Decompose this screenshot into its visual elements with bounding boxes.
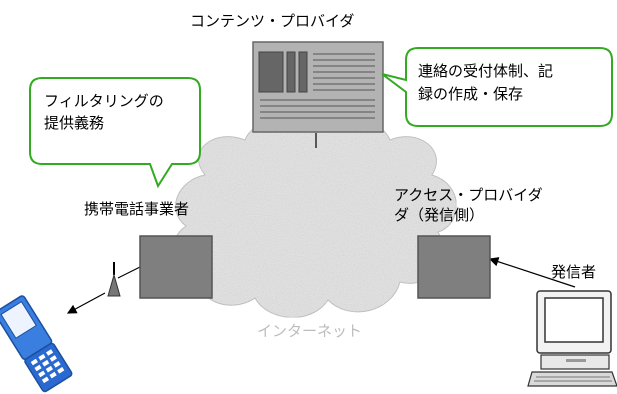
access-provider-label-line1: アクセス・プロバイダ bbox=[394, 186, 543, 204]
filtering-callout-line2: 提供義務 bbox=[44, 114, 105, 132]
content-provider-box bbox=[252, 41, 384, 133]
mobile-phone-icon bbox=[0, 295, 73, 393]
access-provider-server-box bbox=[417, 235, 491, 299]
carrier-server-box bbox=[139, 235, 213, 299]
internet-label: インターネット bbox=[257, 322, 363, 340]
filtering-callout bbox=[29, 77, 201, 189]
sender-label: 発信者 bbox=[551, 263, 597, 281]
contact-callout-line2: 録の作成・保存 bbox=[418, 85, 524, 103]
contact-callout-line1: 連絡の受付体制、記 bbox=[418, 62, 554, 80]
phone-arrow bbox=[66, 292, 106, 314]
filtering-callout-line1: フィルタリングの bbox=[44, 92, 164, 110]
carrier-label: 携帯電話事業者 bbox=[84, 200, 190, 218]
access-provider-label-line2: ダ（発信側） bbox=[394, 206, 485, 224]
antenna-icon bbox=[107, 262, 121, 297]
content-provider-label: コンテンツ・プロバイダ bbox=[190, 12, 355, 30]
sender-arrow bbox=[488, 257, 576, 288]
sender-computer-icon bbox=[527, 290, 617, 387]
contact-callout bbox=[381, 47, 613, 127]
antenna-link-line bbox=[117, 266, 141, 279]
